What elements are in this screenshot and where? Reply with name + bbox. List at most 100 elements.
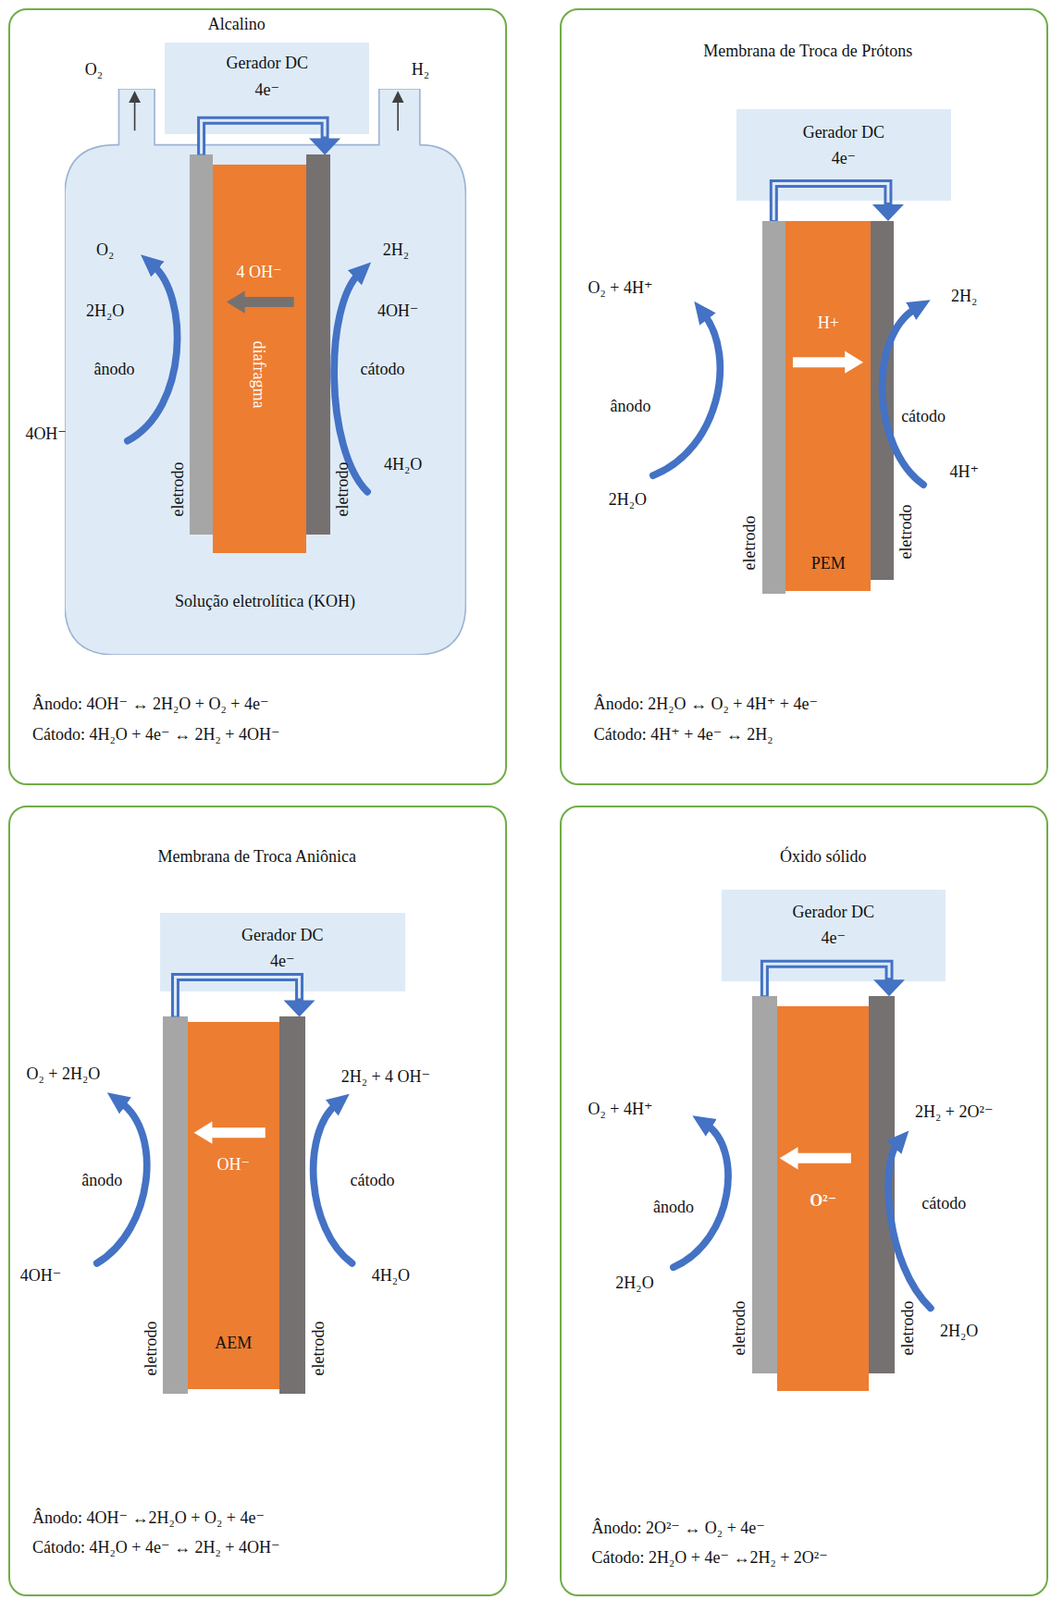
wire-outline xyxy=(174,977,299,1018)
reaction-arrow xyxy=(888,1143,931,1310)
panel-title: Membrana de Troca Aniônica xyxy=(157,847,356,867)
arrow-head xyxy=(872,204,904,222)
equation: Ânodo: 4OH⁻ ↔ 2H₂O + O₂ + 4e⁻ xyxy=(32,693,269,714)
box-text: eletrodo xyxy=(898,1300,918,1356)
reaction-arrow xyxy=(333,273,368,493)
wire-outline xyxy=(201,120,326,155)
ion-arrow xyxy=(792,351,864,374)
panel-title: Óxido sólido xyxy=(779,847,867,867)
box-text: eletrodo xyxy=(740,515,760,570)
box-text: 4 OH⁻ xyxy=(235,262,282,283)
species-label: 4H₂O xyxy=(383,454,422,474)
box-text: H+ xyxy=(817,313,840,334)
species-label: O₂ + 4H⁺ xyxy=(588,278,654,298)
electrode: eletrodo xyxy=(868,996,895,1374)
diaphragm: 4 OH⁻ diafragma xyxy=(212,164,306,553)
equation: Ânodo: 2H₂O ↔ O₂ + 4H⁺ + 4e⁻ xyxy=(593,693,818,714)
species-label: 2H₂O xyxy=(615,1273,654,1294)
equation: Ânodo: 2O²⁻ ↔ O₂ + 4e⁻ xyxy=(591,1519,765,1539)
arrow-head xyxy=(284,1000,316,1017)
gas-label: H₂ xyxy=(411,60,430,80)
gas-outlet-arrow xyxy=(134,99,137,131)
electrode: eletrodo xyxy=(870,221,894,581)
current-wire xyxy=(773,184,904,223)
species-label: 2H₂ xyxy=(383,240,409,260)
electrode-role: ânodo xyxy=(81,1171,123,1191)
ion-arrow xyxy=(194,1122,266,1145)
box-text: eletrodo xyxy=(729,1300,750,1356)
species-label: 4H₂O xyxy=(371,1265,410,1286)
electrode-role: ânodo xyxy=(610,396,652,417)
panel-title: Alcalino xyxy=(208,14,266,35)
dc-generator-box: Gerador DC 4e⁻ xyxy=(160,913,406,992)
box-text: eletrodo xyxy=(333,462,353,518)
dc-generator-box: Gerador DC 4e⁻ xyxy=(736,109,952,201)
box-text: OH⁻ xyxy=(217,1155,251,1175)
box-text: eletrodo xyxy=(167,462,187,518)
box-text: Gerador DC xyxy=(241,926,323,946)
box-text: Gerador DC xyxy=(803,123,885,143)
ion-arrow xyxy=(779,1147,852,1170)
box-text: PEM xyxy=(811,553,846,573)
equation: Ânodo: 4OH⁻ ↔2H₂O + O₂ + 4e⁻ xyxy=(32,1508,265,1529)
species-label: 4OH⁻ xyxy=(377,301,420,322)
box-text: 4e⁻ xyxy=(821,928,847,949)
species-label: 4OH⁻ xyxy=(20,1265,62,1286)
species-label: 2H₂O xyxy=(86,301,124,322)
gas-label: O₂ xyxy=(85,60,103,80)
electrolyzer-panel: Membrana de Troca AniônicaÂnodo: 4OH⁻ ↔2… xyxy=(8,805,507,1597)
species-label: 2H₂ + 2O²⁻ xyxy=(914,1102,993,1123)
arrow-head xyxy=(873,979,905,997)
wire-outline xyxy=(764,964,890,997)
species-label: 2H₂O xyxy=(608,490,647,510)
panel-title: Membrana de Troca de Prótons xyxy=(703,41,913,62)
wire-outline xyxy=(773,184,889,223)
electrode: eletrodo xyxy=(279,1016,306,1395)
box-text: 4e⁻ xyxy=(270,951,296,971)
box-text: O²⁻ xyxy=(809,1191,837,1212)
membrane: H+ PEM xyxy=(785,221,871,592)
membrane: O²⁻ xyxy=(777,1006,869,1392)
wire-core xyxy=(773,184,889,222)
electrode-role: cátodo xyxy=(921,1194,966,1214)
reaction-arrow xyxy=(882,308,925,485)
box-text: diafragma xyxy=(249,340,270,409)
dc-generator-box: Gerador DC4e⁻ xyxy=(721,890,947,982)
electrode-role: cátodo xyxy=(350,1171,396,1191)
wire-core xyxy=(174,977,299,1017)
equation: Cátodo: 4H₂O + 4e⁻ ↔ 2H₂ + 4OH⁻ xyxy=(32,725,280,745)
electrode-role: cátodo xyxy=(360,359,406,380)
box-text: eletrodo xyxy=(309,1321,329,1376)
species-label: 4H⁺ xyxy=(950,461,980,482)
electrode: eletrodo xyxy=(189,154,213,534)
reaction-arrow xyxy=(127,265,178,442)
reaction-arrow xyxy=(313,1104,353,1264)
wire-core xyxy=(764,964,890,996)
gas-outlet-arrow xyxy=(396,99,399,131)
box-text: Solução eletrolítica (KOH) xyxy=(174,592,356,612)
box-text: AEM xyxy=(214,1334,252,1354)
current-wire xyxy=(201,120,342,155)
box-text: 4e⁻ xyxy=(831,148,857,168)
electrolyzer-panel: AlcalinoÂnodo: 4OH⁻ ↔ 2H₂O + O₂ + 4e⁻ Cát… xyxy=(8,8,507,786)
dc-generator-box: Gerador DC4e⁻ xyxy=(164,42,370,135)
arrow-head xyxy=(309,137,341,155)
electrode-role: cátodo xyxy=(901,407,946,427)
electrode: eletrodo xyxy=(752,996,779,1374)
species-label: O₂ xyxy=(96,240,114,260)
box-text: eletrodo xyxy=(896,505,916,560)
equation: Cátodo: 4H₂O + 4e⁻ ↔ 2H₂ + 4OH⁻ xyxy=(32,1538,280,1558)
electrode: eletrodo xyxy=(762,221,786,594)
electrode: eletrodo xyxy=(162,1016,187,1395)
current-wire xyxy=(764,964,905,997)
electrode-role: ânodo xyxy=(653,1197,694,1217)
box-text: 4e⁻ xyxy=(254,79,280,99)
species-label: O₂ + 4H⁺ xyxy=(588,1100,654,1120)
species-label: 2H₂O xyxy=(939,1322,978,1342)
species-label: O₂ + 2H₂O xyxy=(26,1064,101,1085)
equation: Cátodo: 4H⁺ + 4e⁻ ↔ 2H₂ xyxy=(593,725,774,745)
membrane: OH⁻ AEM xyxy=(187,1022,280,1390)
wire-core xyxy=(201,120,326,154)
electrolyzer-panel: Óxido sólidoÂnodo: 2O²⁻ ↔ O₂ + 4e⁻Cátodo… xyxy=(559,805,1048,1597)
